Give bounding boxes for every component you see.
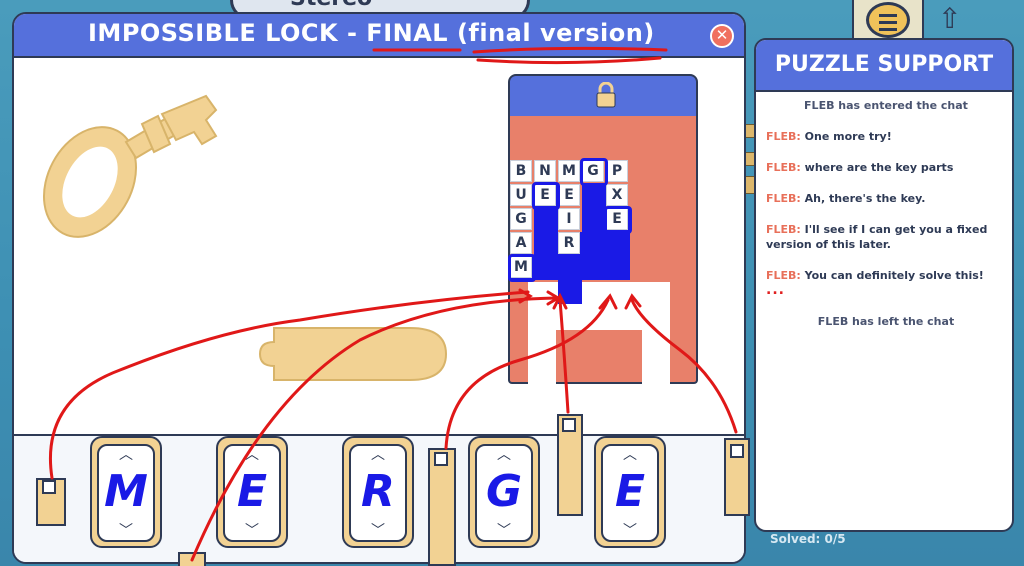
card-letter: R [361,466,395,517]
grid-cell-2-0: G [510,208,532,230]
key-piece-3-window [434,452,448,466]
lock-header [508,74,698,118]
grid-cell-0-0: B [510,160,532,182]
chat-text: One more try! [804,130,892,143]
ink-circle [532,182,560,210]
solved-counter: Solved: 0/5 [770,532,846,546]
close-button[interactable]: ✕ [710,24,734,48]
key-piece-4-window [562,418,576,432]
puzzle-support-chat: PUZZLE SUPPORT FLEB has entered the chat… [754,38,1014,532]
card-letter: E [236,466,268,517]
grid-cell-3-2: R [558,232,580,254]
letter-card-5[interactable]: ︿ E ﹀ [601,444,659,542]
ink-scribble-fill [582,184,606,256]
grid-cell-2-2: I [558,208,580,230]
grid-cell-0-1: N [534,160,556,182]
chevron-up-icon[interactable]: ︿ [119,447,133,463]
chat-sender: FLEB: [766,192,801,205]
background-tab-label: Stereo [290,0,372,11]
chat-text: Ah, there's the key. [804,192,926,205]
lock-foot-left [528,330,556,384]
key-piece-2[interactable] [178,552,206,566]
chat-message: FLEB: where are the key parts [766,160,1006,175]
letter-card-3[interactable]: ︿ R ﹀ [349,444,407,542]
card-letter: E [614,466,646,517]
chevron-up-icon[interactable]: ︿ [497,447,511,463]
chat-message: FLEB: Ah, there's the key. [766,191,1006,206]
padlock-icon [596,82,616,108]
window-title-bar: IMPOSSIBLE LOCK - FINAL (final version) … [14,14,744,58]
grid-cell-1-0: U [510,184,532,206]
key-piece-1-window [42,480,56,494]
grid-cell-0-2: M [558,160,580,182]
chat-header: PUZZLE SUPPORT [756,40,1012,92]
chevron-up-icon[interactable]: ︿ [371,447,385,463]
chat-system-message: FLEB has entered the chat [804,99,968,112]
grid-cell-0-4: P [606,160,628,182]
chat-text: where are the key parts [804,161,954,174]
typing-dots: ... [766,282,785,298]
chat-message: FLEB: You can definitely solve this! ... [766,268,1006,298]
chevron-down-icon[interactable]: ﹀ [119,523,133,539]
lock-foot-right [642,330,670,384]
ink-scribble-fill [606,232,630,280]
letter-card-2[interactable]: ︿ E ﹀ [223,444,281,542]
grid-cell-1-4: X [606,184,628,206]
chevron-down-icon[interactable]: ﹀ [623,523,637,539]
chat-system-message: FLEB has left the chat [817,315,955,328]
letter-card-1[interactable]: ︿ M ﹀ [97,444,155,542]
grid-cell-1-2: E [558,184,580,206]
title-suffix: (final version) [456,19,655,47]
chat-text: You can definitely solve this! [804,269,984,282]
card-letter: G [485,466,523,517]
chevron-down-icon[interactable]: ﹀ [371,523,385,539]
chat-sender: FLEB: [766,161,801,174]
chat-sender: FLEB: [766,223,801,236]
chat-sender: FLEB: [766,130,801,143]
chat-title: PUZZLE SUPPORT [774,52,994,77]
key-piece-5-window [730,444,744,458]
grid-cell-3-0: A [510,232,532,254]
chat-sender: FLEB: [766,269,801,282]
letter-card-4[interactable]: ︿ G ﹀ [475,444,533,542]
card-letter: M [104,466,148,517]
chat-message: FLEB: One more try! [766,129,1006,144]
chevron-up-icon[interactable]: ︿ [623,447,637,463]
ink-circle [604,206,632,234]
up-arrow-icon[interactable]: ⇧ [938,2,962,35]
title-prefix: IMPOSSIBLE LOCK - [88,19,367,47]
title-final: FINAL [366,19,449,47]
golden-key-icon[interactable] [30,94,246,270]
hamburger-menu-icon[interactable] [866,2,910,38]
chevron-down-icon[interactable]: ﹀ [497,523,511,539]
lock-slot [528,282,670,330]
window-title: IMPOSSIBLE LOCK - FINAL (final version) [88,19,655,47]
chat-message: FLEB: I'll see if I can get you a fixed … [766,222,1006,252]
ink-circle [508,254,536,282]
chevron-down-icon[interactable]: ﹀ [245,523,259,539]
key-bar-piece[interactable] [240,322,450,386]
chevron-up-icon[interactable]: ︿ [245,447,259,463]
chat-text: I'll see if I can get you a fixed versio… [766,223,988,251]
ink-circle [580,158,608,186]
